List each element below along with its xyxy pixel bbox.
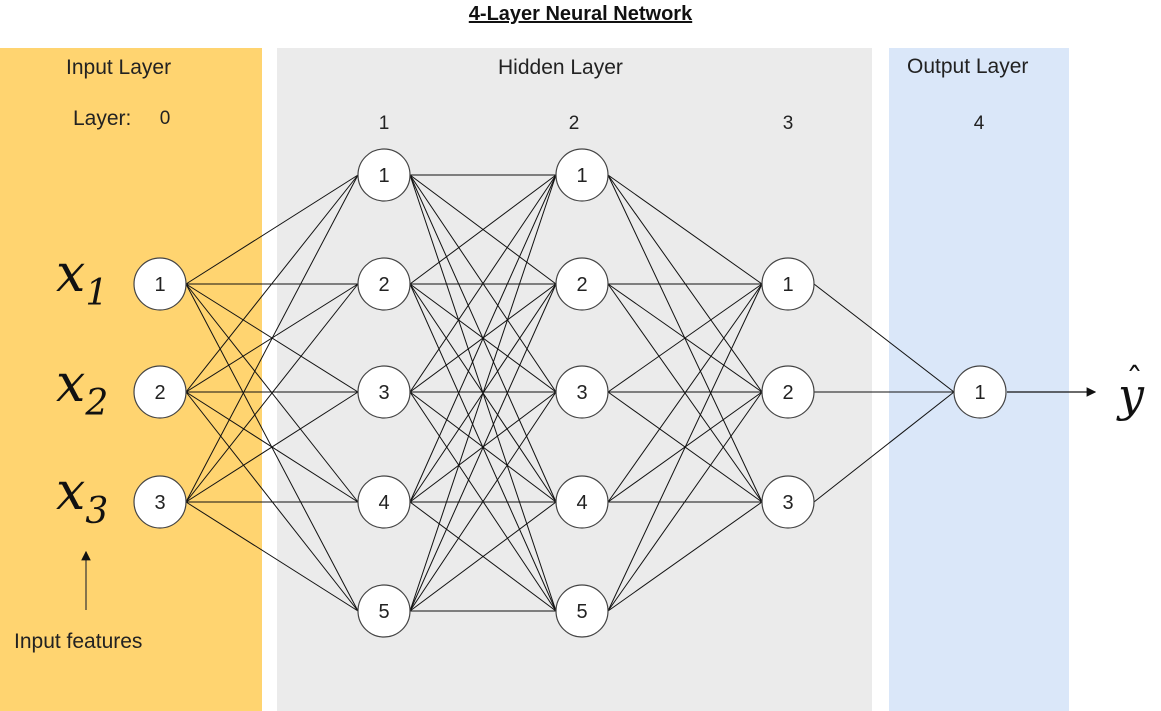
node-label-l3-1: 1	[782, 274, 793, 296]
edge-l0-n3-to-l1-n2	[185, 283, 359, 503]
edge-l1-n5-to-l2-n1	[409, 174, 557, 612]
nodes-group: 1 2 3 1 2 3 4 5 1 2 3 4 5 1 2 3 1	[133, 148, 1007, 638]
layer-index-2: 2	[568, 113, 580, 134]
feature-x3: x3	[56, 466, 108, 530]
edge-l2-n5-to-l3-n1	[607, 283, 763, 612]
node-label-l3-3: 3	[782, 492, 793, 514]
feature-symbol: x	[56, 244, 86, 304]
node-l0-3	[133, 475, 187, 529]
node-label-l2-1: 1	[576, 165, 587, 187]
edge-l2-n3-to-l3-n1	[607, 283, 763, 393]
edge-l1-n3-to-l2-n1	[409, 174, 557, 393]
edge-l0-n3-to-l1-n1	[185, 174, 359, 503]
feature-subscript: 3	[85, 491, 109, 532]
hidden-layer-heading: Hidden Layer	[498, 56, 623, 79]
feature-symbol: x	[56, 354, 86, 414]
node-l1-4	[357, 475, 411, 529]
node-l2-1	[555, 148, 609, 202]
feature-symbol: x	[56, 462, 86, 522]
output-layer-heading: Output Layer	[907, 55, 1029, 78]
layer-prefix-label: Layer:	[73, 107, 132, 130]
node-l3-1	[761, 257, 815, 311]
node-l1-5	[357, 584, 411, 638]
edge-l2-n1-to-l3-n1	[607, 174, 763, 285]
node-label-l2-5: 5	[576, 601, 587, 623]
edge-l0-n1-to-l1-n1	[185, 174, 359, 285]
edges-group	[185, 174, 955, 612]
node-label-l1-3: 3	[378, 382, 389, 404]
node-l2-4	[555, 475, 609, 529]
feature-subscript: 2	[85, 383, 109, 424]
node-label-l1-5: 5	[378, 601, 389, 623]
edge-l1-n5-to-l2-n2	[409, 283, 557, 612]
node-label-l1-1: 1	[378, 165, 389, 187]
node-label-l0-2: 2	[154, 382, 165, 404]
output-symbol: y	[1118, 368, 1144, 422]
node-l2-3	[555, 365, 609, 419]
node-label-l0-3: 3	[154, 492, 165, 514]
node-l1-2	[357, 257, 411, 311]
node-label-l2-4: 4	[576, 492, 587, 514]
node-label-l4-1: 1	[974, 382, 985, 404]
node-label-l2-2: 2	[576, 274, 587, 296]
node-l0-1	[133, 257, 187, 311]
input-layer-heading: Input Layer	[66, 56, 172, 79]
edge-l1-n5-to-l2-n4	[409, 501, 557, 612]
feature-x2: x2	[56, 358, 108, 422]
node-l2-2	[555, 257, 609, 311]
edge-l1-n2-to-l2-n1	[409, 174, 557, 285]
node-l1-1	[357, 148, 411, 202]
edge-l1-n4-to-l2-n1	[409, 174, 557, 503]
edge-l3-n1-to-l4-n1	[813, 283, 955, 393]
feature-subscript: 1	[85, 273, 109, 314]
input-features-label: Input features	[14, 630, 143, 653]
hat-glyph: ˆ	[1126, 361, 1143, 401]
node-l0-2	[133, 365, 187, 419]
layer-index-1: 1	[378, 113, 390, 134]
node-l3-2	[761, 365, 815, 419]
feature-x1: x1	[56, 248, 108, 312]
edge-l0-n2-to-l1-n1	[185, 174, 359, 393]
layer-index-0: 0	[159, 108, 171, 129]
edge-l2-n4-to-l3-n1	[607, 283, 763, 503]
node-label-l1-2: 2	[378, 274, 389, 296]
edge-l1-n5-to-l2-n3	[409, 391, 557, 612]
layer-index-4: 4	[973, 113, 985, 134]
node-l2-5	[555, 584, 609, 638]
edge-l2-n5-to-l3-n2	[607, 391, 763, 612]
edge-l0-n3-to-l1-n5	[185, 501, 359, 612]
node-l3-3	[761, 475, 815, 529]
edge-l0-n3-to-l1-n3	[185, 391, 359, 503]
diagram-title: 4-Layer Neural Network	[468, 3, 693, 25]
edge-l3-n3-to-l4-n1	[813, 391, 955, 503]
node-l4-1	[953, 365, 1007, 419]
node-label-l0-1: 1	[154, 274, 165, 296]
input-layer-band	[0, 48, 262, 711]
node-label-l1-4: 4	[378, 492, 389, 514]
edge-l2-n5-to-l3-n3	[607, 501, 763, 612]
layer-index-3: 3	[782, 113, 794, 134]
node-l1-3	[357, 365, 411, 419]
node-label-l3-2: 2	[782, 382, 793, 404]
node-label-l2-3: 3	[576, 382, 587, 404]
